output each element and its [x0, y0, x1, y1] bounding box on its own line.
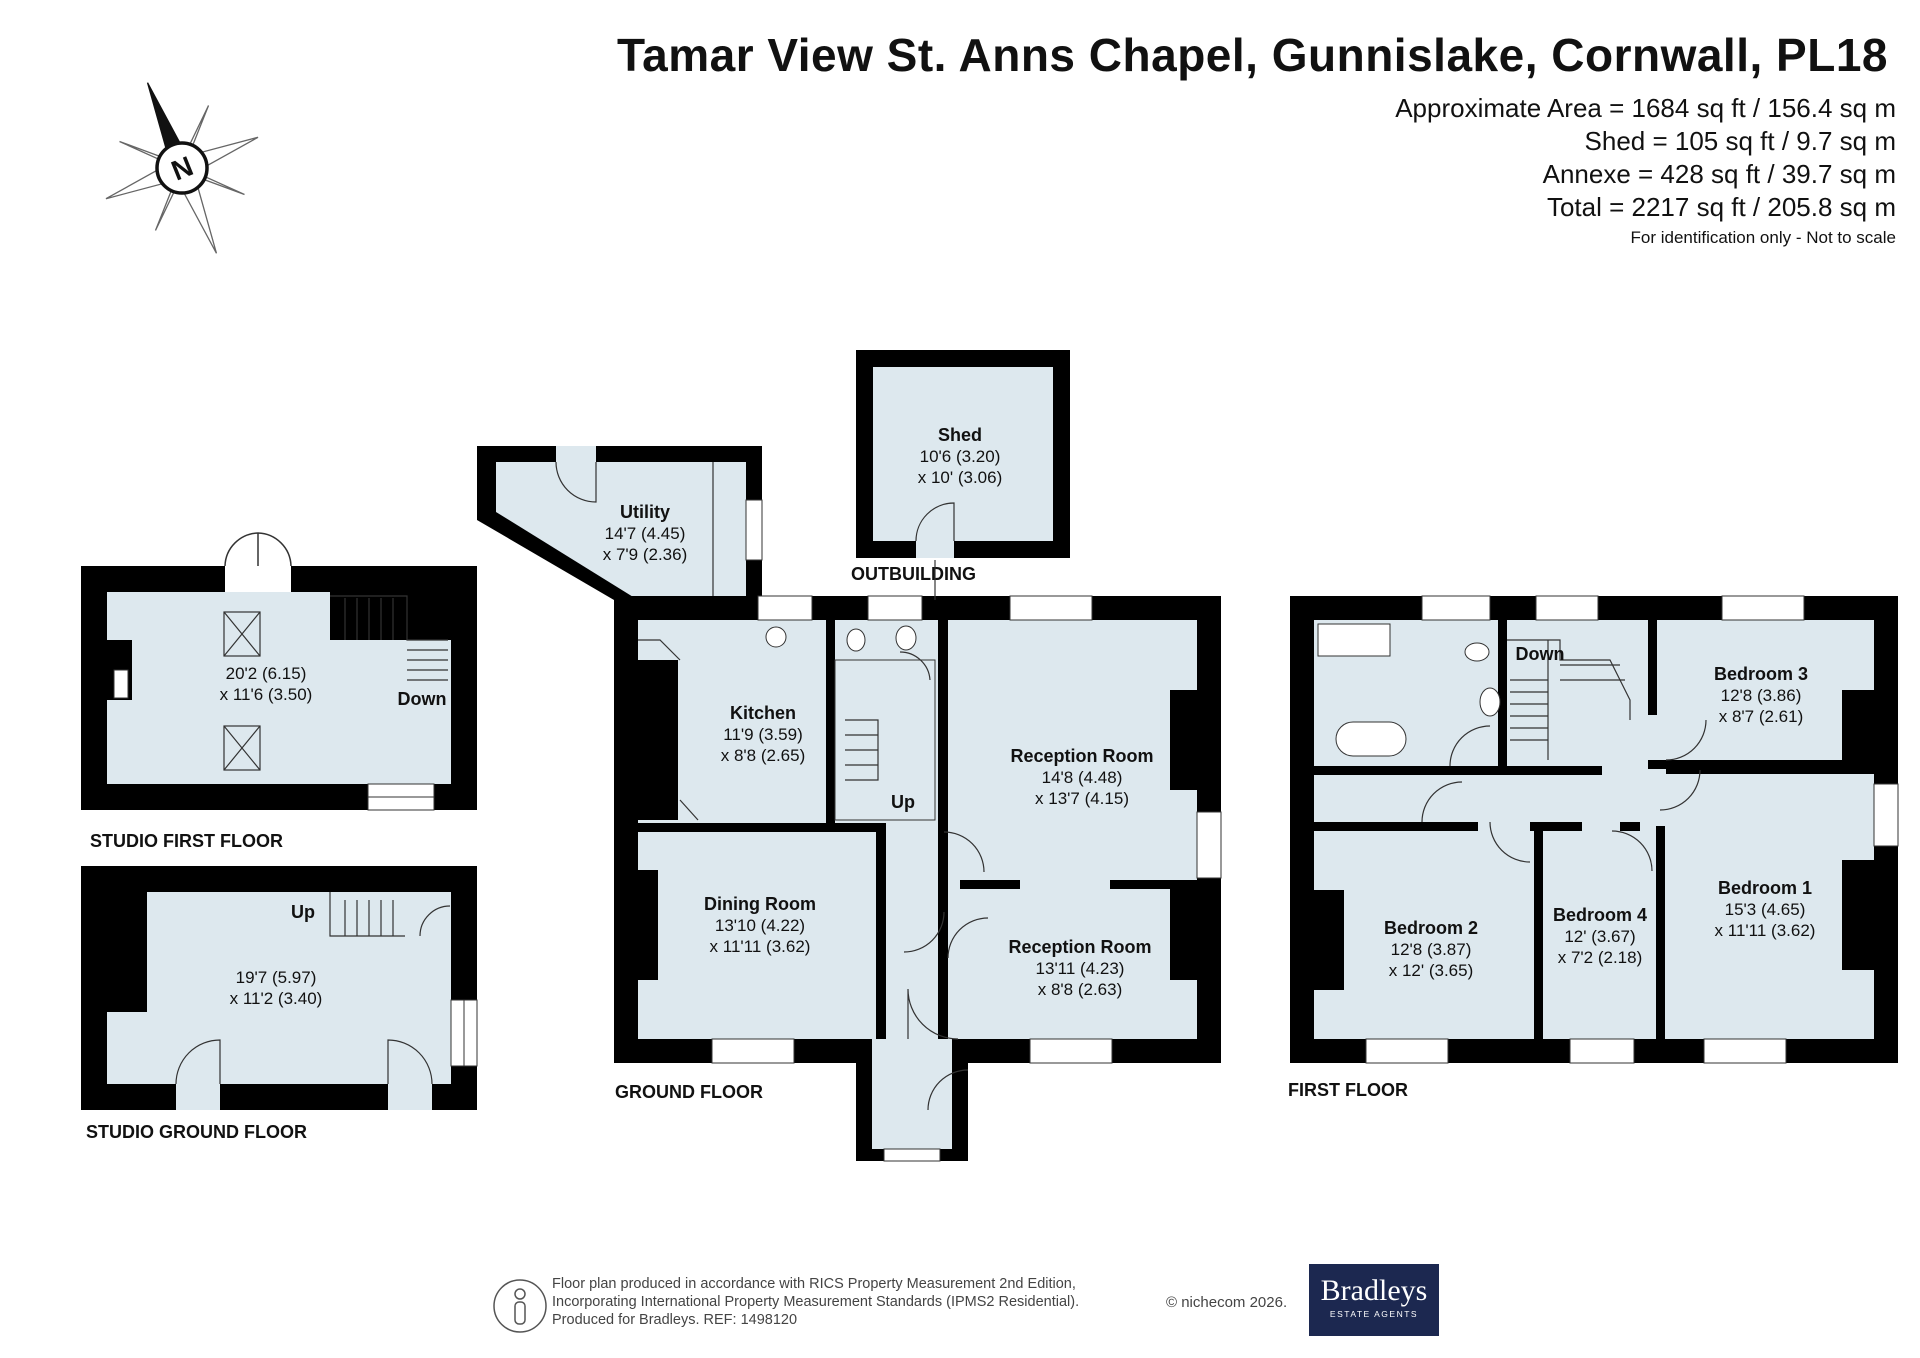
bradleys-logo: Bradleys ESTATE AGENTS	[1309, 1264, 1439, 1336]
reception2-name: Reception Room	[1008, 937, 1151, 957]
total-area: Total = 2217 sq ft / 205.8 sq m	[1546, 192, 1896, 222]
copyright: © nichecom 2026.	[1166, 1294, 1288, 1311]
studio-first-floor-label: STUDIO FIRST FLOOR	[90, 831, 283, 851]
first-floor-label: FIRST FLOOR	[1288, 1080, 1408, 1100]
ground-floor: Utility 14'7 (4.45) x 7'9 (2.36)	[477, 446, 1222, 1162]
bedroom1-dim2: x 11'11 (3.62)	[1715, 921, 1816, 940]
logo-name: Bradleys	[1320, 1274, 1428, 1307]
utility-dim1: 14'7 (4.45)	[605, 524, 686, 543]
bedroom3-dim2: x 8'7 (2.61)	[1719, 707, 1804, 726]
shed-area: Shed = 105 sq ft / 9.7 sq m	[1584, 126, 1896, 156]
first-floor: Down Bedroom 3 12'8 (3.86) x 8'7 (2.61) …	[1288, 595, 1899, 1100]
shed-dim2: x 10' (3.06)	[918, 468, 1003, 487]
studio-ground-dim1: 19'7 (5.97)	[236, 968, 317, 987]
dining-dim2: x 11'11 (3.62)	[710, 937, 811, 956]
shed-dim1: 10'6 (3.20)	[920, 447, 1001, 466]
compass-icon: N	[105, 82, 259, 254]
bedroom2-dim1: 12'8 (3.87)	[1391, 940, 1472, 959]
bedroom2-dim2: x 12' (3.65)	[1389, 961, 1474, 980]
first-stairs-down-label: Down	[1516, 644, 1565, 664]
bedroom4-dim2: x 7'2 (2.18)	[1558, 948, 1643, 967]
footer-text: Floor plan produced in accordance with R…	[552, 1275, 1079, 1329]
shed: Shed 10'6 (3.20) x 10' (3.06) OUTBUILDIN…	[851, 350, 1070, 584]
studio-first-dim2: x 11'6 (3.50)	[220, 685, 313, 704]
utility-name: Utility	[620, 502, 670, 522]
bedroom2-name: Bedroom 2	[1384, 918, 1478, 938]
kitchen-dim2: x 8'8 (2.65)	[721, 746, 806, 765]
dining-name: Dining Room	[704, 894, 816, 914]
area-summary: Approximate Area = 1684 sq ft / 156.4 sq…	[1395, 92, 1896, 252]
outbuilding-label: OUTBUILDING	[851, 564, 976, 584]
person-icon	[493, 1279, 547, 1333]
reception1-dim2: x 13'7 (4.15)	[1035, 789, 1129, 808]
footer-line3: Produced for Bradleys. REF: 1498120	[552, 1312, 798, 1328]
scale-note: For identification only - Not to scale	[1630, 228, 1896, 247]
annexe-area: Annexe = 428 sq ft / 39.7 sq m	[1542, 159, 1896, 189]
bedroom1-name: Bedroom 1	[1718, 878, 1812, 898]
ground-floor-label: GROUND FLOOR	[615, 1082, 763, 1102]
approximate-area: Approximate Area = 1684 sq ft / 156.4 sq…	[1395, 93, 1896, 123]
dining-dim1: 13'10 (4.22)	[715, 916, 805, 935]
footer-line1: Floor plan produced in accordance with R…	[552, 1276, 1076, 1292]
reception1-dim1: 14'8 (4.48)	[1042, 768, 1123, 787]
bedroom4-dim1: 12' (3.67)	[1564, 927, 1635, 946]
bedroom3-name: Bedroom 3	[1714, 664, 1808, 684]
logo-subtitle: ESTATE AGENTS	[1329, 1309, 1419, 1319]
studio-first-floor: 20'2 (6.15) x 11'6 (3.50) Down STUDIO FI…	[81, 532, 477, 851]
kitchen-name: Kitchen	[730, 703, 796, 723]
ground-stairs-up-label: Up	[891, 792, 915, 812]
property-title: Tamar View St. Anns Chapel, Gunnislake, …	[616, 29, 1888, 81]
shed-name: Shed	[938, 425, 982, 445]
bedroom1-dim1: 15'3 (4.65)	[1725, 900, 1806, 919]
bedroom4-name: Bedroom 4	[1553, 905, 1647, 925]
footer-line2: Incorporating International Property Mea…	[552, 1294, 1080, 1310]
bedroom3-dim1: 12'8 (3.86)	[1721, 686, 1802, 705]
kitchen-dim1: 11'9 (3.59)	[723, 725, 802, 744]
studio-ground-floor-label: STUDIO GROUND FLOOR	[86, 1122, 307, 1142]
utility-dim2: x 7'9 (2.36)	[603, 545, 688, 564]
studio-ground-dim2: x 11'2 (3.40)	[230, 989, 323, 1008]
studio-ground-floor: Up 19'7 (5.97) x 11'2 (3.40) STUDIO GROU…	[81, 866, 478, 1142]
stairs-up-label: Up	[291, 902, 315, 922]
reception2-dim2: x 8'8 (2.63)	[1038, 980, 1123, 999]
stairs-down-label: Down	[398, 689, 447, 709]
reception1-name: Reception Room	[1010, 746, 1153, 766]
studio-first-dim1: 20'2 (6.15)	[226, 664, 307, 683]
reception2-dim1: 13'11 (4.23)	[1036, 959, 1125, 978]
